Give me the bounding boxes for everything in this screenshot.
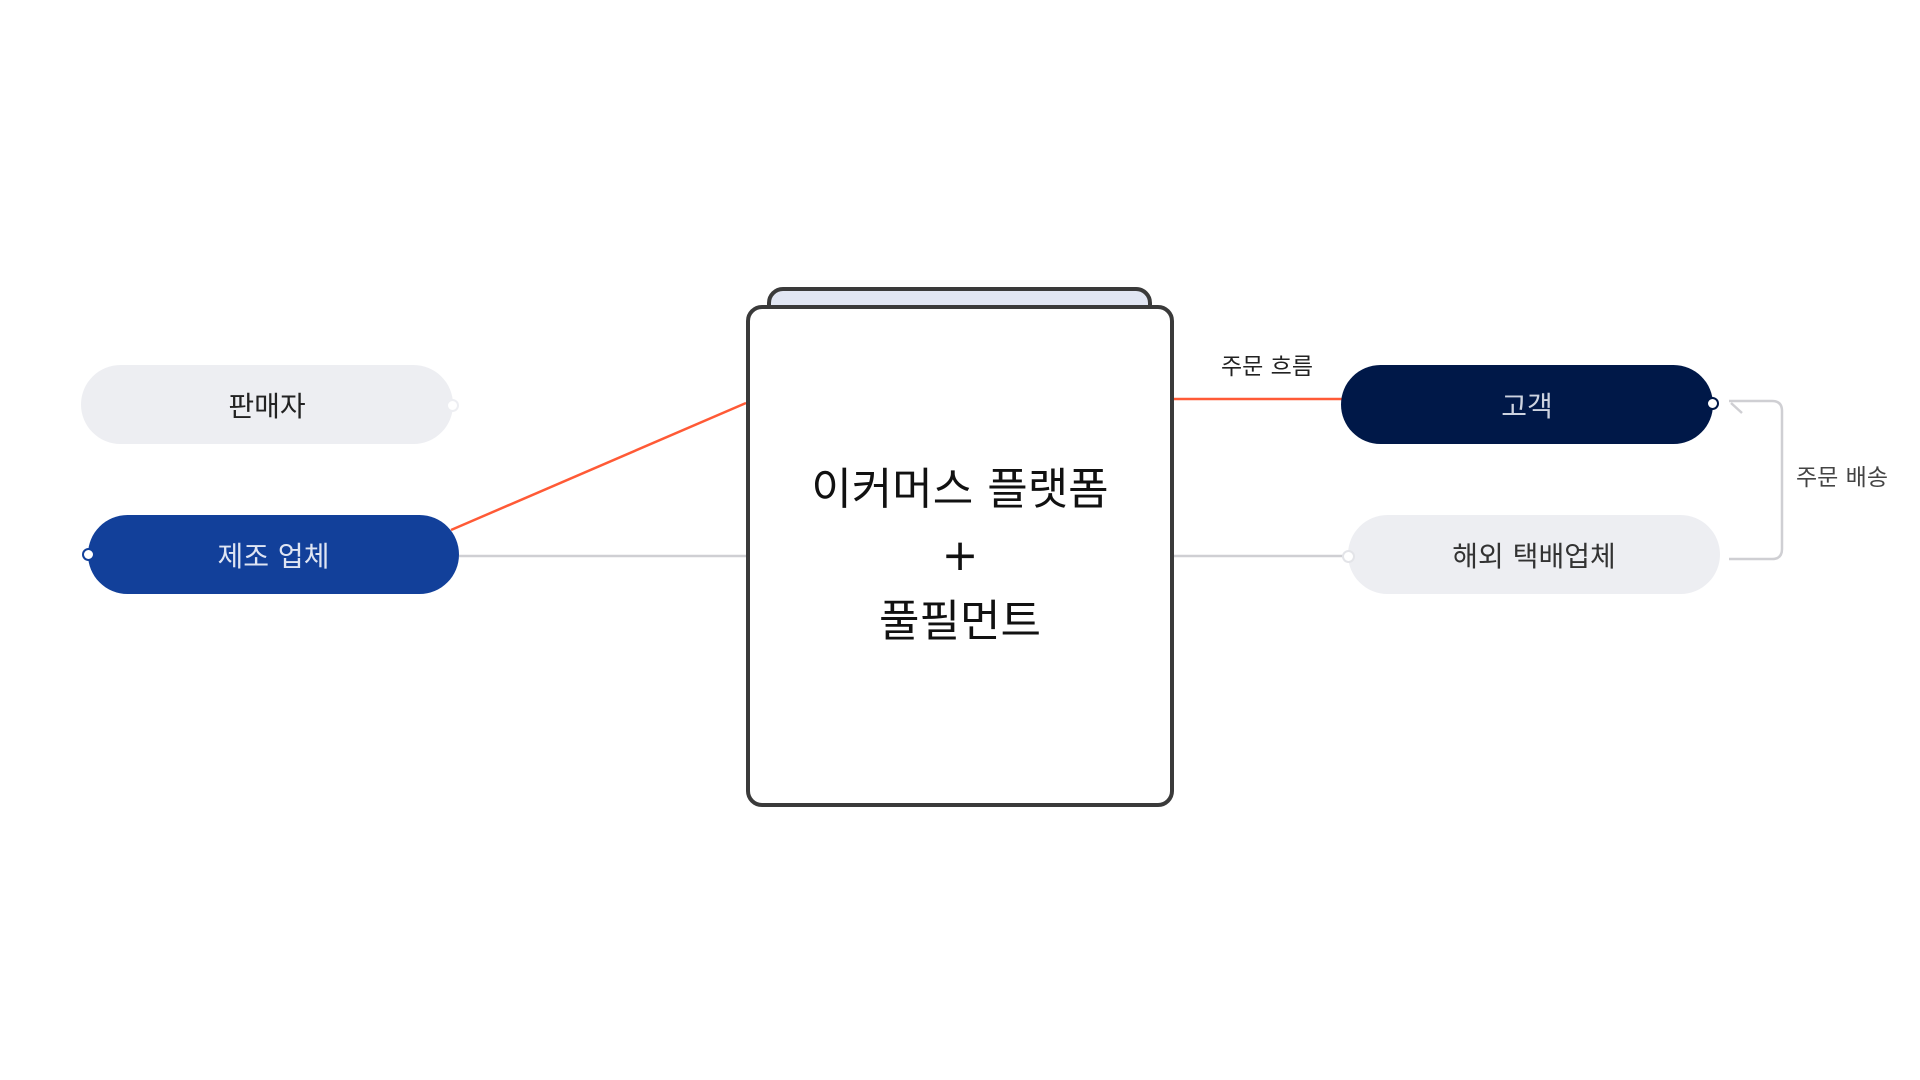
- courier-node[interactable]: 해외 택배업체: [1348, 515, 1720, 594]
- seller-node[interactable]: 판매자: [81, 365, 453, 444]
- order-flow-label: 주문 흐름: [1221, 354, 1313, 380]
- manufacturer-label: 제조 업체: [217, 539, 330, 573]
- platform-title: 이커머스 플랫폼: [811, 464, 1109, 515]
- courier-port: [1342, 550, 1355, 563]
- seller-port: [446, 399, 459, 412]
- customer-port: [1706, 397, 1719, 410]
- customer-node[interactable]: 고객: [1341, 365, 1713, 444]
- courier-label: 해외 택배업체: [1452, 539, 1616, 573]
- platform-box: 이커머스 플랫폼 + 풀필먼트: [746, 305, 1174, 807]
- plus-sign: +: [941, 530, 979, 581]
- manufacturer-port: [82, 548, 95, 561]
- seller-label: 판매자: [228, 389, 306, 423]
- manufacturer-node[interactable]: 제조 업체: [88, 515, 459, 594]
- customer-label: 고객: [1501, 389, 1553, 423]
- seller-platform-line: [450, 401, 747, 532]
- fulfillment-title: 풀필먼트: [879, 596, 1041, 647]
- delivery-bracket: [1729, 399, 1784, 561]
- order-delivery-label: 주문 배송: [1796, 465, 1888, 491]
